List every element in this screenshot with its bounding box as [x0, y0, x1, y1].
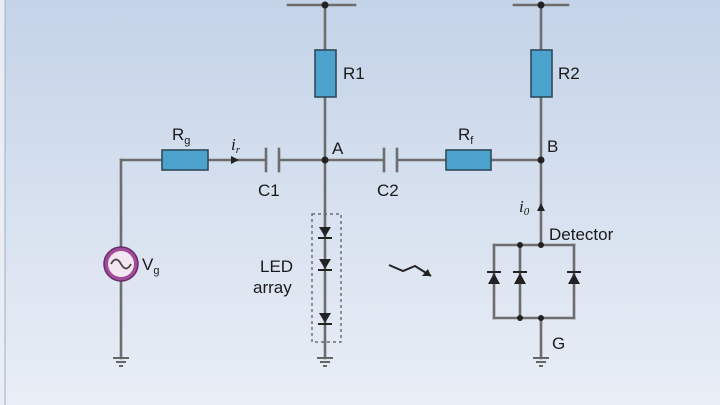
ground-icon [113, 357, 129, 367]
ground-icon [533, 357, 549, 367]
label-io: i0 [519, 197, 530, 218]
label-b: B [547, 137, 558, 156]
current-arrow-ir [231, 156, 239, 164]
ground-icon [317, 357, 333, 367]
junction-nodes [321, 1, 545, 321]
label-array: array [253, 278, 292, 297]
label-r1: R1 [343, 64, 365, 83]
left-panel [0, 0, 5, 405]
capacitor-c2 [382, 147, 399, 173]
photodiode [567, 271, 581, 284]
ac-voltage-source-icon [103, 246, 139, 282]
detector-diodes [487, 271, 581, 284]
led-array [311, 212, 342, 344]
label-a: A [332, 139, 344, 158]
capacitor-c1 [264, 147, 281, 173]
label-rg: Rg [172, 125, 190, 147]
label-g: G [552, 334, 565, 353]
label-ir: ir [231, 135, 241, 156]
label-detector: Detector [549, 225, 614, 244]
resistor-r1 [314, 49, 337, 98]
light-emission-arrow-icon [388, 264, 432, 277]
photodiode [513, 271, 527, 284]
resistor-rg [161, 149, 209, 171]
photodiode [487, 271, 501, 284]
led-diode [318, 227, 332, 239]
label-rf: Rf [458, 125, 474, 147]
label-c1: C1 [258, 181, 280, 200]
resistor-r2 [530, 49, 553, 98]
led-diode [318, 313, 332, 325]
current-arrow-io [537, 203, 545, 211]
led-diode [318, 259, 332, 271]
resistor-rf [445, 149, 492, 171]
label-led: LED [260, 257, 293, 276]
label-vg: Vg [142, 255, 159, 277]
label-c2: C2 [377, 181, 399, 200]
label-r2: R2 [558, 64, 580, 83]
